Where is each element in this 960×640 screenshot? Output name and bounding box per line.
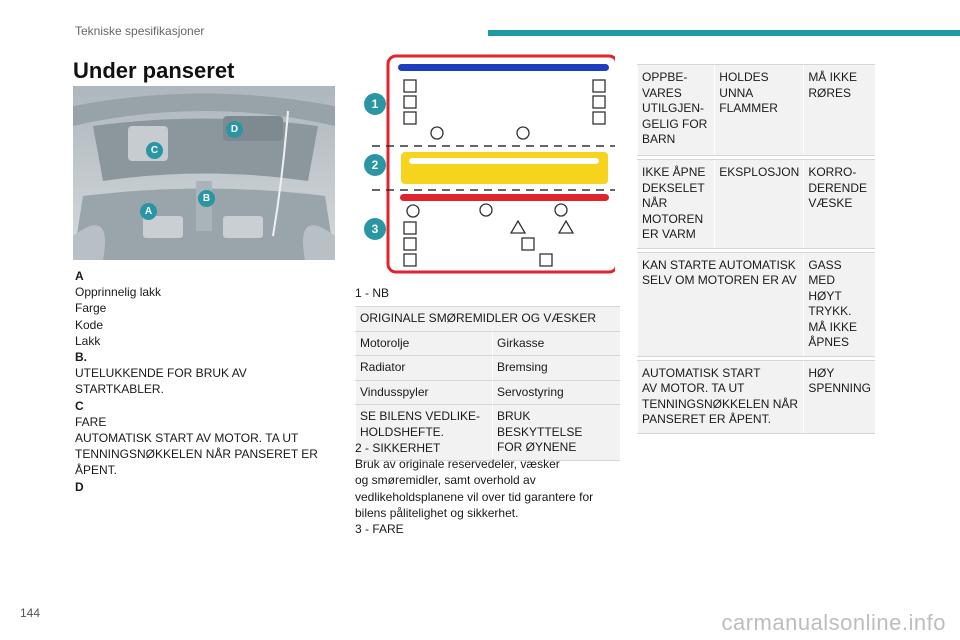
safety-line: og smøremidler, samt overhold av — [355, 473, 536, 488]
band-yellow-highlight — [409, 158, 599, 164]
table-cell: BRUK BESKYTTELSE FOR ØYNENE — [492, 404, 620, 461]
section3-triangle-1 — [509, 219, 527, 234]
section1-square-4 — [592, 79, 606, 93]
table-cell: EKSPLOSJON — [714, 159, 804, 249]
band-blue — [398, 64, 609, 71]
table-cell: Bremsing — [492, 355, 620, 381]
table-row: Radiator Bremsing — [355, 355, 620, 381]
item-text: FARE — [75, 414, 107, 429]
fare-heading: 3 - FARE — [355, 522, 404, 537]
table-cell: KORRO- DERENDE VÆSKE — [803, 159, 875, 249]
label-marker-2: 2 — [364, 154, 386, 176]
warning-label-diagram: 1 2 3 — [355, 52, 619, 278]
header-accent-bar — [488, 30, 960, 36]
table-cell: HOLDES UNNA FLAMMER — [714, 64, 804, 156]
danger-table: OPPBE- VARES UTILGJEN- GELIG FOR BARN HO… — [636, 64, 875, 434]
engine-bay-illustration — [73, 86, 335, 260]
table-cell: Vindusspyler — [355, 379, 493, 405]
safety-text: 2 - SIKKERHET Bruk av originale reserved… — [355, 440, 620, 537]
section1-symbols — [403, 79, 606, 140]
section3-square-4 — [521, 237, 535, 251]
lubricants-table-title: ORIGINALE SMØREMIDLER OG VÆSKER — [355, 306, 620, 332]
section3-symbols — [403, 203, 575, 267]
section1-square-3 — [403, 111, 417, 125]
table-row: OPPBE- VARES UTILGJEN- GELIG FOR BARN HO… — [636, 64, 875, 156]
table-cell: HØY SPENNING — [803, 359, 875, 434]
safety-line: 2 - SIKKERHET — [355, 441, 441, 455]
table-row: AUTOMATISK START AV MOTOR. TA UT TENNING… — [636, 359, 875, 434]
section3-circle-3 — [554, 203, 568, 217]
table-row: SE BILENS VEDLIKE- HOLDSHEFTE. BRUK BESK… — [355, 404, 620, 461]
section3-square-2 — [403, 237, 417, 251]
photo-marker-a: A — [140, 203, 157, 220]
nb-heading: 1 - NB — [355, 286, 390, 300]
table-row: KAN STARTE AUTOMATISK SELV OM MOTOREN ER… — [636, 251, 875, 357]
section1-square-5 — [592, 95, 606, 109]
section1-square-1 — [403, 79, 417, 93]
band-yellow — [401, 152, 608, 184]
table-row: Vindusspyler Servostyring — [355, 379, 620, 405]
lubricants-table: ORIGINALE SMØREMIDLER OG VÆSKER Motorolj… — [355, 306, 620, 461]
section1-square-2 — [403, 95, 417, 109]
item-text: UTELUKKENDE FOR BRUK AV — [75, 366, 247, 381]
band-red — [400, 194, 609, 201]
item-text: Opprinnelig lakk — [75, 285, 162, 300]
item-text: Kode — [75, 317, 104, 332]
item-text: STARTKABLER. — [75, 382, 164, 397]
item-text: TENNINGSNØKKELEN NÅR PANSERET ER — [75, 447, 318, 462]
item-letter: B. — [75, 350, 87, 365]
section3-square-3 — [403, 253, 417, 267]
item-letter: D — [75, 479, 84, 494]
table-cell: OPPBE- VARES UTILGJEN- GELIG FOR BARN — [636, 64, 715, 156]
section1-circle-2 — [516, 126, 530, 140]
safety-line: vedlikeholdsplanene vil over tid garante… — [355, 489, 594, 504]
section1-circle-1 — [430, 126, 444, 140]
table-cell: AUTOMATISK START AV MOTOR. TA UT TENNING… — [636, 359, 804, 434]
table-row: Motorolje Girkasse — [355, 330, 620, 356]
engine-bay-photo: A B C D — [73, 86, 335, 260]
table-cell: SE BILENS VEDLIKE- HOLDSHEFTE. — [355, 404, 493, 461]
table-row: IKKE ÅPNE DEKSELET NÅR MOTOREN ER VARM E… — [636, 159, 875, 249]
section-header: Tekniske spesifikasjoner — [75, 24, 205, 38]
section3-circle-2 — [479, 203, 493, 217]
page-title: Under panseret — [73, 58, 235, 83]
watermark-text: carmanualsonline.info — [721, 610, 946, 635]
section3-circle-1 — [406, 204, 420, 218]
table-cell: Radiator — [355, 355, 493, 381]
item-text: Farge — [75, 301, 107, 316]
item-text: AUTOMATISK START AV MOTOR. TA UT — [75, 431, 299, 446]
table-cell: KAN STARTE AUTOMATISK SELV OM MOTOREN ER… — [636, 251, 804, 357]
label-marker-1: 1 — [364, 93, 386, 115]
section1-square-6 — [592, 111, 606, 125]
section3-square-1 — [403, 221, 417, 235]
item-letter: C — [75, 398, 84, 413]
label-marker-3: 3 — [364, 218, 386, 240]
item-letter: A — [75, 269, 84, 283]
table-cell: Motorolje — [355, 330, 493, 356]
safety-line: bilens pålitelighet og sikkerhet. — [355, 505, 519, 520]
item-text: ÅPENT. — [75, 463, 118, 478]
item-text: Lakk — [75, 333, 101, 348]
table-cell: Girkasse — [492, 330, 620, 356]
section3-triangle-2 — [557, 219, 575, 234]
warning-label-svg — [372, 54, 619, 274]
safety-line: Bruk av originale reservedeler, væsker — [355, 457, 560, 472]
photo-marker-c: C — [146, 142, 163, 159]
page-number: 144 — [20, 606, 41, 620]
table-cell: Servostyring — [492, 379, 620, 405]
table-cell: MÅ IKKE RØRES — [803, 64, 875, 156]
photo-marker-b: B — [198, 190, 215, 207]
section3-square-5 — [539, 253, 553, 267]
table-cell: GASS MED HØYT TRYKK. MÅ IKKE ÅPNES — [803, 251, 875, 357]
table-cell: IKKE ÅPNE DEKSELET NÅR MOTOREN ER VARM — [636, 159, 715, 249]
photo-marker-d: D — [226, 121, 243, 138]
